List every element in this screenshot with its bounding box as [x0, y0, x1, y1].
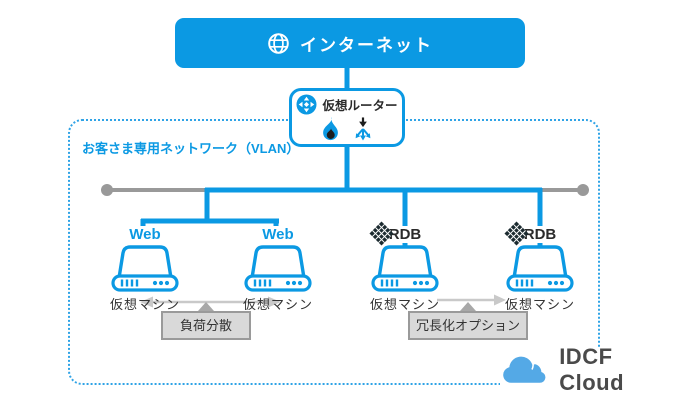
web-badge: Web: [126, 226, 164, 243]
vm-label: 仮想マシン: [109, 297, 180, 312]
server-icon: [111, 245, 179, 292]
vm-label: 仮想マシン: [242, 297, 313, 312]
load-balancing-box: 負荷分散: [161, 302, 251, 340]
internet-label: インターネット: [300, 35, 433, 55]
server-icon: [244, 245, 312, 292]
database-cube-icon: [504, 221, 529, 246]
load-balancing-label: 負荷分散: [179, 318, 232, 333]
web-badge: Web: [259, 226, 297, 243]
internet-banner: インターネット: [175, 18, 525, 68]
vm-web-2: Web 仮想マシン: [233, 226, 323, 313]
database-cube-icon: [369, 221, 394, 246]
vm-label: 仮想マシン: [504, 297, 575, 312]
router-icon: [296, 94, 317, 115]
virtual-router-box: 仮想ルーター: [289, 88, 405, 147]
rdb-badge: RDB: [520, 226, 560, 243]
vm-rdb-2: RDB 仮想マシン: [495, 221, 585, 313]
redundancy-option-box: 冗長化オプション: [408, 302, 528, 340]
vm-rdb-1: RDB 仮想マシン: [360, 221, 450, 313]
vm-web-1: Web 仮想マシン: [100, 226, 190, 313]
pointer-triangle: [198, 302, 214, 311]
pointer-triangle: [460, 302, 476, 311]
server-icon: [371, 245, 439, 292]
idcf-cloud-wordmark: IDCF Cloud: [559, 344, 625, 395]
load-balancer-icon: [355, 117, 370, 141]
redundancy-option-label: 冗長化オプション: [415, 318, 520, 333]
cloud-icon: [503, 356, 546, 383]
redundancy-arrow: [437, 294, 506, 306]
server-icon: [506, 245, 574, 292]
idcf-cloud-logo: IDCF Cloud: [500, 344, 682, 395]
rdb-badge: RDB: [385, 226, 425, 243]
globe-icon: [268, 32, 289, 54]
vm-label: 仮想マシン: [369, 297, 440, 312]
virtual-router-label: 仮想ルーター: [322, 99, 398, 113]
vlan-network-label: お客さま専用ネットワーク（VLAN）: [82, 141, 300, 156]
firewall-flame-icon: [322, 117, 338, 141]
